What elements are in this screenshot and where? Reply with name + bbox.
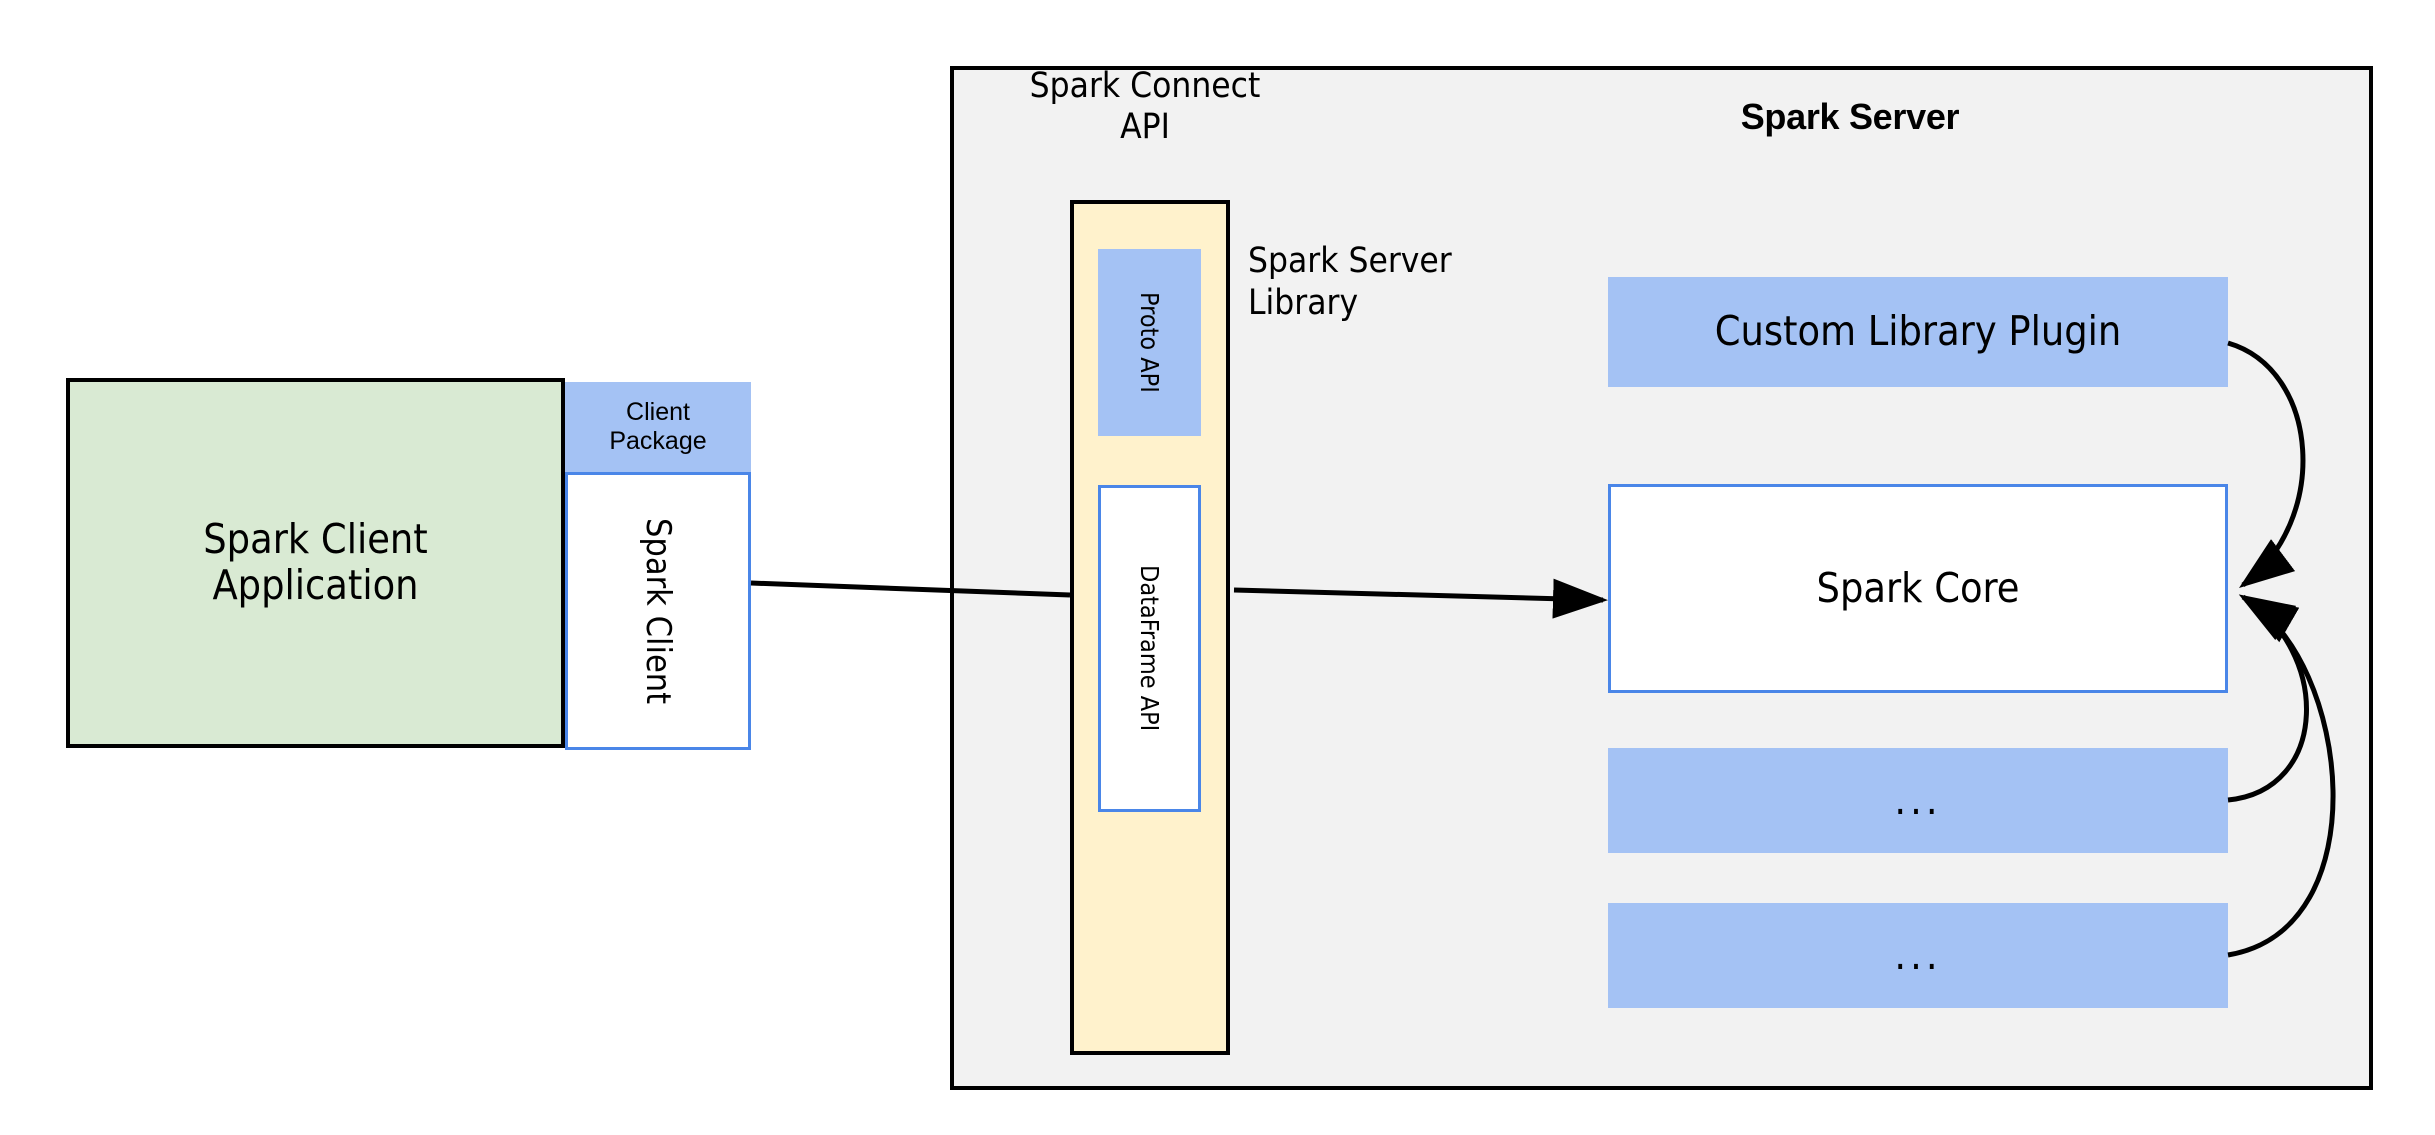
proto-api-label: Proto API bbox=[1135, 292, 1164, 393]
spark-server-library-label: Spark Server Library bbox=[1248, 241, 1452, 323]
spark-connect-api-label: Spark Connect API bbox=[1029, 66, 1261, 148]
spark-core-box[interactable]: Spark Core bbox=[1608, 484, 2228, 693]
spark-server-title: Spark Server bbox=[1740, 96, 1960, 137]
dataframe-api-label: DataFrame API bbox=[1135, 565, 1164, 732]
spark-client-application-box[interactable]: Spark Client Application bbox=[66, 378, 565, 748]
spark-client-box[interactable]: Spark Client bbox=[565, 472, 751, 750]
client-package-label: Client Package bbox=[609, 398, 707, 455]
spark-client-application-label: Spark Client Application bbox=[203, 515, 428, 609]
custom-library-plugin-box[interactable]: Custom Library Plugin bbox=[1608, 277, 2228, 387]
component-ellipsis-1-label: ... bbox=[1894, 775, 1942, 824]
component-ellipsis-2-box[interactable]: ... bbox=[1608, 903, 2228, 1008]
proto-api-box[interactable]: Proto API bbox=[1098, 249, 1201, 436]
client-package-box[interactable]: Client Package bbox=[565, 382, 751, 472]
dataframe-api-box[interactable]: DataFrame API bbox=[1098, 485, 1201, 812]
spark-client-label: Spark Client bbox=[638, 517, 678, 705]
spark-core-label: Spark Core bbox=[1816, 563, 2020, 612]
component-ellipsis-1-box[interactable]: ... bbox=[1608, 748, 2228, 853]
custom-library-plugin-label: Custom Library Plugin bbox=[1714, 307, 2122, 356]
component-ellipsis-2-label: ... bbox=[1894, 930, 1942, 979]
